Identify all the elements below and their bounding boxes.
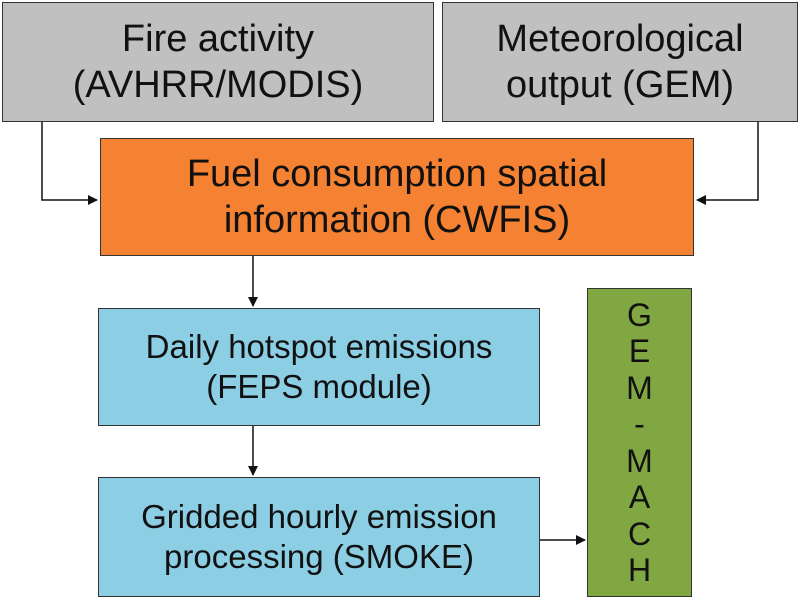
gem-mach-letter: M xyxy=(626,442,653,479)
gem-mach-letter: H xyxy=(627,552,652,589)
gem-mach-letter: M xyxy=(626,369,653,406)
fuel-consumption-line-1: Fuel consumption spatial xyxy=(186,152,608,195)
meteorological-line-1: Meteorological xyxy=(496,17,744,60)
gem-mach-letter: A xyxy=(628,479,651,516)
fire-activity-line-1: Fire activity xyxy=(121,17,315,60)
daily-hotspot-line-2: (FEPS module) xyxy=(206,368,432,405)
gem-mach-box: G E M - M A C H xyxy=(587,288,692,597)
fire-activity-line-2: (AVHRR/MODIS) xyxy=(72,64,364,106)
fire-activity-box: Fire activity (AVHRR/MODIS) xyxy=(2,2,434,122)
fuel-consumption-box: Fuel consumption spatial information (CW… xyxy=(100,138,694,256)
arrow-meteo-to-fuel xyxy=(696,122,759,205)
gridded-hourly-line-2: processing (SMOKE) xyxy=(164,538,474,575)
daily-hotspot-emissions-box: Daily hotspot emissions (FEPS module) xyxy=(98,308,540,426)
gridded-hourly-line-1: Gridded hourly emission xyxy=(141,497,497,535)
daily-hotspot-line-1: Daily hotspot emissions xyxy=(145,327,493,365)
gem-mach-letter: - xyxy=(634,406,645,443)
gridded-hourly-emission-box: Gridded hourly emission processing (SMOK… xyxy=(98,477,540,597)
gem-mach-letter: G xyxy=(627,296,652,333)
fuel-consumption-line-2: information (CWFIS) xyxy=(223,199,571,241)
meteorological-line-2: output (GEM) xyxy=(505,64,735,106)
arrow-fire-to-fuel xyxy=(41,122,98,205)
meteorological-output-box: Meteorological output (GEM) xyxy=(442,2,798,122)
gem-mach-letter: E xyxy=(628,333,651,370)
gem-mach-letter: C xyxy=(627,515,652,552)
